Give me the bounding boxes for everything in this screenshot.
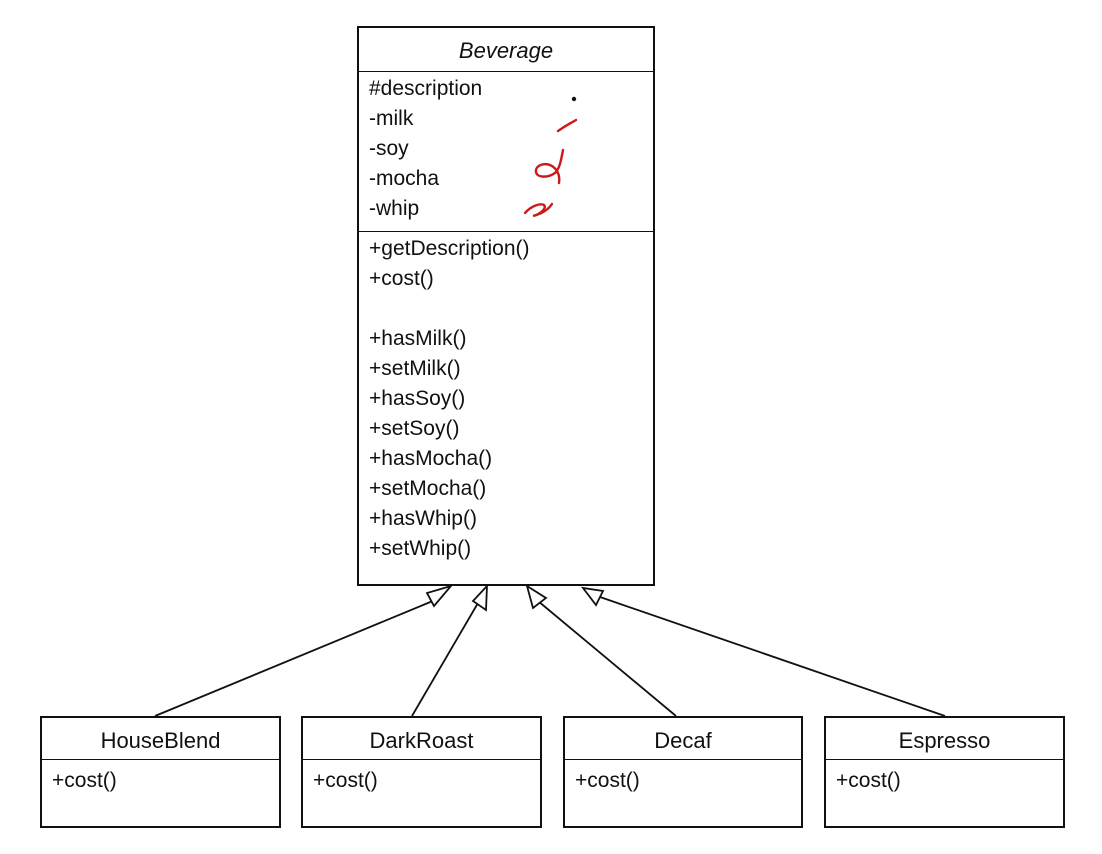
attribute-mocha: -mocha	[369, 167, 440, 190]
class-name-decaf: Decaf	[565, 718, 801, 760]
attribute-milk: -milk	[369, 107, 414, 130]
class-decaf: Decaf +cost()	[563, 716, 803, 828]
method-cost: +cost()	[52, 769, 117, 792]
inheritance-arrowhead-darkroast	[471, 583, 489, 612]
method-getdescription: +getDescription()	[369, 237, 530, 260]
inheritance-line-espresso	[599, 596, 946, 717]
class-name-beverage: Beverage	[359, 28, 653, 72]
inheritance-line-darkroast	[411, 602, 479, 717]
inheritance-line-decaf	[537, 600, 677, 717]
attribute-whip: -whip	[369, 197, 420, 220]
method-cost: +cost()	[836, 769, 901, 792]
annotation-checkmark-milk	[556, 118, 578, 133]
methods-section-decaf: +cost()	[565, 760, 801, 796]
method-cost: +cost()	[575, 769, 640, 792]
class-espresso: Espresso +cost()	[824, 716, 1065, 828]
methods-section-darkroast: +cost()	[303, 760, 540, 796]
method-setwhip: +setWhip()	[369, 537, 472, 560]
inheritance-arrowhead-houseblend	[425, 584, 454, 608]
method-setsoy: +setSoy()	[369, 417, 460, 440]
class-darkroast: DarkRoast +cost()	[301, 716, 542, 828]
method-haswhip: +hasWhip()	[369, 507, 477, 530]
method-cost: +cost()	[369, 267, 434, 290]
attribute-soy: -soy	[369, 137, 409, 160]
methods-section-espresso: +cost()	[826, 760, 1063, 796]
method-setmocha: +setMocha()	[369, 477, 487, 500]
inheritance-arrowhead-espresso	[580, 586, 605, 607]
inheritance-line-houseblend	[154, 597, 441, 717]
class-houseblend: HouseBlend +cost()	[40, 716, 281, 828]
methods-section-houseblend: +cost()	[42, 760, 279, 796]
attribute-description: #description	[369, 77, 483, 100]
annotation-dot	[571, 96, 577, 102]
method-hasmilk: +hasMilk()	[369, 327, 467, 350]
method-hasmocha: +hasMocha()	[369, 447, 493, 470]
inheritance-arrowhead-decaf	[525, 584, 548, 610]
method-hassoy: +hasSoy()	[369, 387, 466, 410]
method-cost: +cost()	[313, 769, 378, 792]
attributes-section: #description -milk -soy -mocha -whip	[359, 72, 653, 232]
method-setmilk: +setMilk()	[369, 357, 461, 380]
class-name-houseblend: HouseBlend	[42, 718, 279, 760]
methods-section: +getDescription() +cost() +hasMilk() +se…	[359, 232, 653, 564]
class-beverage: Beverage #description -milk -soy -mocha …	[357, 26, 655, 586]
annotation-scribble-whip	[523, 202, 554, 218]
annotation-scribble-soy-mocha	[534, 148, 565, 185]
class-name-darkroast: DarkRoast	[303, 718, 540, 760]
class-name-espresso: Espresso	[826, 718, 1063, 760]
